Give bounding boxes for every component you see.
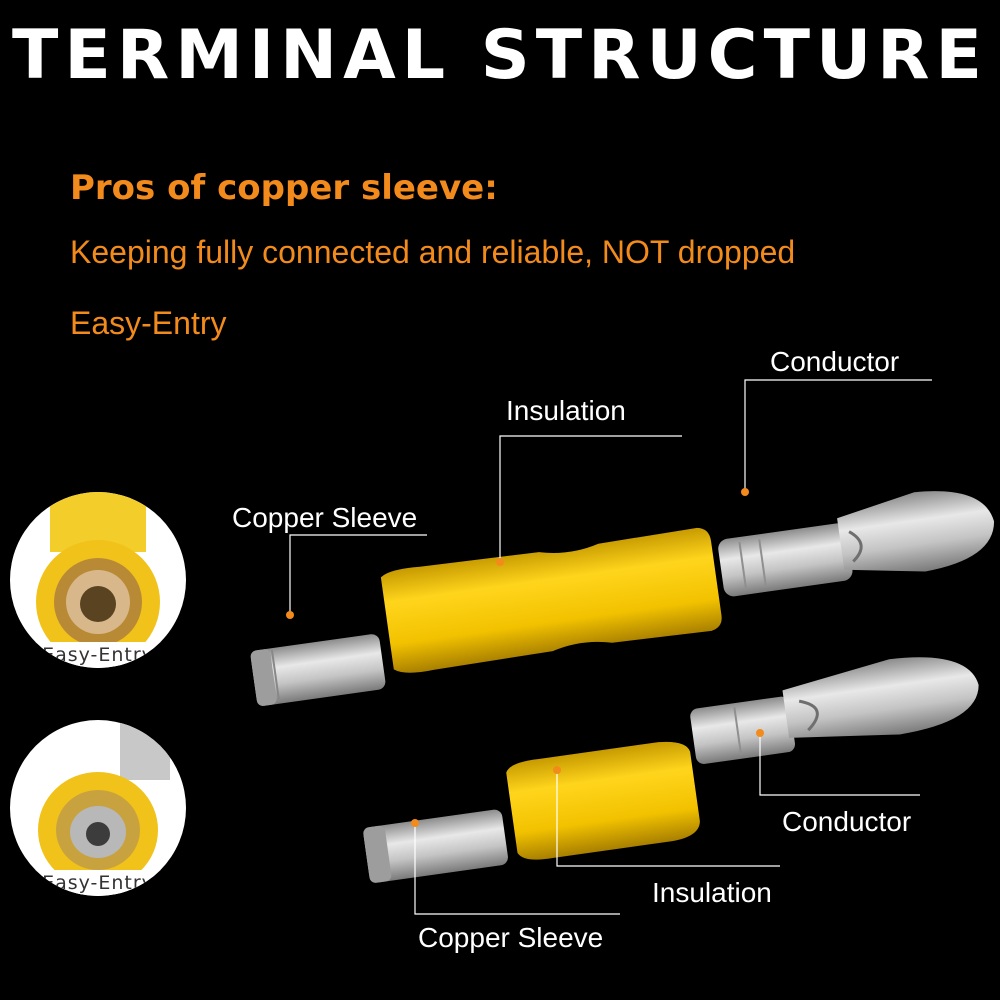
leader-top-conductor [744,379,932,492]
top-copper-sleeve [250,634,386,706]
inset-label-2: Easy-Entry [42,872,154,894]
connector-closeup-photo-2 [10,720,186,896]
pros-heading: Pros of copper sleeve: [70,168,498,208]
label-top-insulation: Insulation [506,395,626,426]
label-bottom-conductor: Conductor [782,806,912,837]
leader-bottom-insulation [556,770,780,867]
page-title: TERMINAL STRUCTURE [12,16,988,95]
leader-bottom-copper-sleeve [414,823,620,915]
leader-lines [289,379,932,915]
label-bottom-copper-sleeve: Copper Sleeve [418,922,604,953]
top-conductor [718,491,995,597]
easy-entry-inset-2: Easy-Entry [10,720,186,896]
bottom-insulation [506,741,700,860]
top-insulation [380,527,722,673]
label-top-copper-sleeve: Copper Sleeve [232,502,418,533]
easy-entry-inset-1: Easy-Entry [10,492,186,668]
bottom-copper-sleeve [363,809,508,883]
leader-top-copper-sleeve [289,534,427,615]
connector-closeup-photo-1 [10,492,186,668]
leader-bottom-conductor [759,733,920,796]
inset-label-1: Easy-Entry [42,644,154,666]
pros-line-easy-entry: Easy-Entry [70,305,227,341]
leader-dots [286,488,764,827]
label-top-conductor: Conductor [770,346,900,377]
label-bottom-insulation: Insulation [652,877,772,908]
bottom-conductor [690,657,979,764]
pros-line-connected: Keeping fully connected and reliable, NO… [70,234,796,270]
leader-top-insulation [499,435,682,562]
